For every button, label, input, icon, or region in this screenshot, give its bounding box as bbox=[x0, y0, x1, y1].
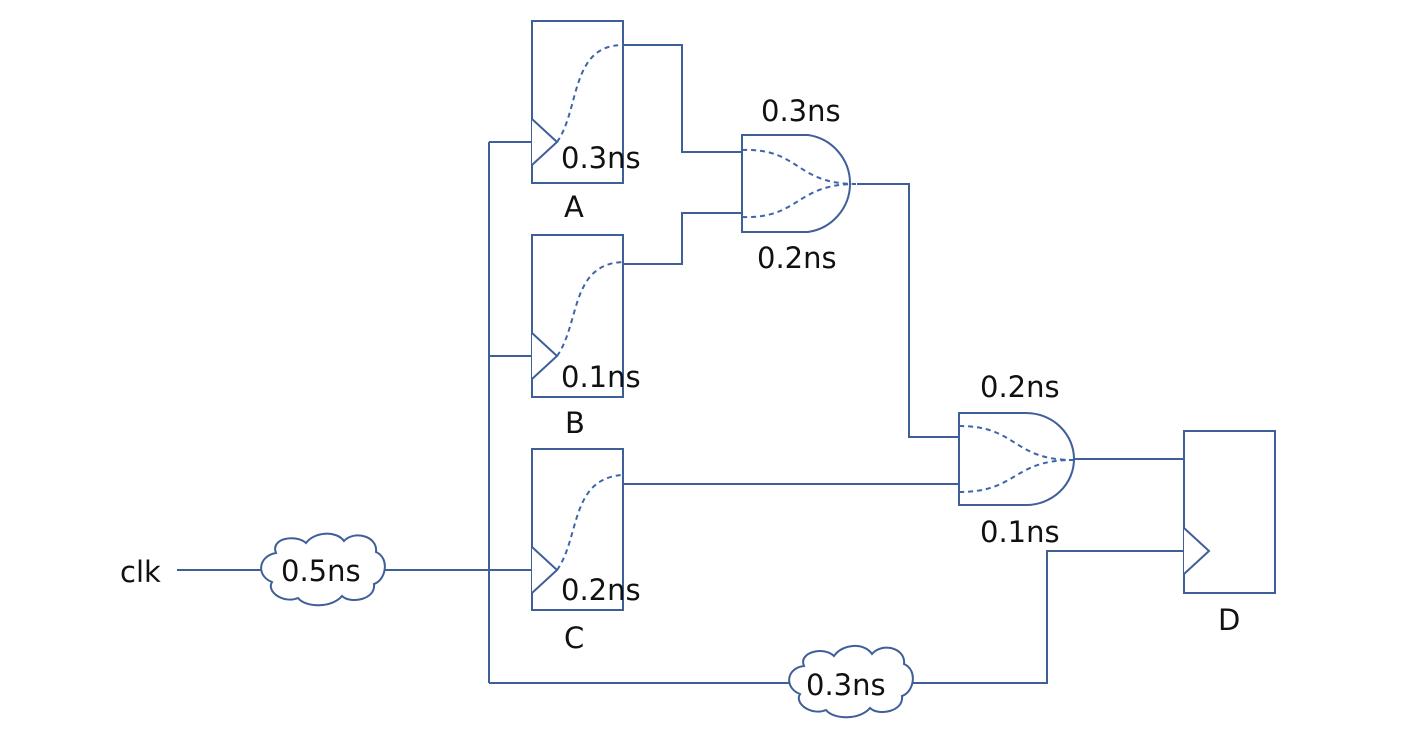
gate2-lower-delay-label: 0.1ns bbox=[980, 515, 1060, 549]
flip-flop-C-delay-label: 0.2ns bbox=[561, 573, 641, 607]
clock-branch-delay-label: 0.3ns bbox=[806, 668, 886, 702]
flip-flop-C bbox=[531, 448, 624, 611]
flip-flop-A bbox=[531, 20, 624, 184]
flip-flop-B bbox=[531, 234, 624, 398]
flip-flop-D-name-label: D bbox=[1218, 603, 1240, 637]
and-gate-1-body bbox=[741, 134, 852, 233]
gate2-upper-delay-label: 0.2ns bbox=[980, 370, 1060, 404]
gate-upper-delay-path-icon bbox=[958, 425, 1074, 461]
flip-flop-B-body bbox=[531, 234, 624, 398]
gate1-upper-delay-label: 0.3ns bbox=[761, 94, 841, 128]
clock-branch-to-D bbox=[906, 550, 1184, 684]
clk-to-q-path-icon bbox=[556, 474, 624, 571]
wire-A-to-gate1 bbox=[623, 44, 742, 153]
gate-lower-delay-path-icon bbox=[741, 183, 857, 219]
clock-input-triangle-icon bbox=[1183, 527, 1211, 575]
wire-B-to-gate1 bbox=[623, 212, 742, 265]
and-gate-1 bbox=[741, 134, 857, 233]
clk-to-q-path-icon bbox=[556, 261, 624, 357]
flip-flop-D-body bbox=[1183, 430, 1276, 594]
clk-input-label: clk bbox=[120, 555, 161, 589]
data-wires bbox=[623, 44, 1184, 485]
and-gate-2-body bbox=[958, 412, 1075, 506]
clk-to-q-path-icon bbox=[556, 44, 624, 143]
flip-flop-B-name-label: B bbox=[565, 406, 585, 440]
flip-flop-C-body bbox=[531, 448, 624, 611]
and-gate-2 bbox=[958, 412, 1075, 506]
clock-delay-cloud-icon bbox=[260, 532, 386, 607]
clock-network bbox=[177, 141, 1184, 684]
flip-flop-D bbox=[1183, 430, 1276, 594]
flip-flop-C-name-label: C bbox=[564, 621, 584, 655]
flip-flop-A-delay-label: 0.3ns bbox=[561, 141, 641, 175]
clock-source-delay-label: 0.5ns bbox=[281, 554, 361, 588]
wire-gate1-to-gate2 bbox=[857, 183, 959, 438]
gate1-lower-delay-label: 0.2ns bbox=[757, 241, 837, 275]
gate-lower-delay-path-icon bbox=[958, 459, 1074, 493]
gate-upper-delay-path-icon bbox=[741, 148, 857, 185]
clock-delay-cloud-icon bbox=[788, 645, 914, 719]
flip-flop-A-name-label: A bbox=[564, 190, 584, 224]
flip-flop-B-delay-label: 0.1ns bbox=[561, 360, 641, 394]
